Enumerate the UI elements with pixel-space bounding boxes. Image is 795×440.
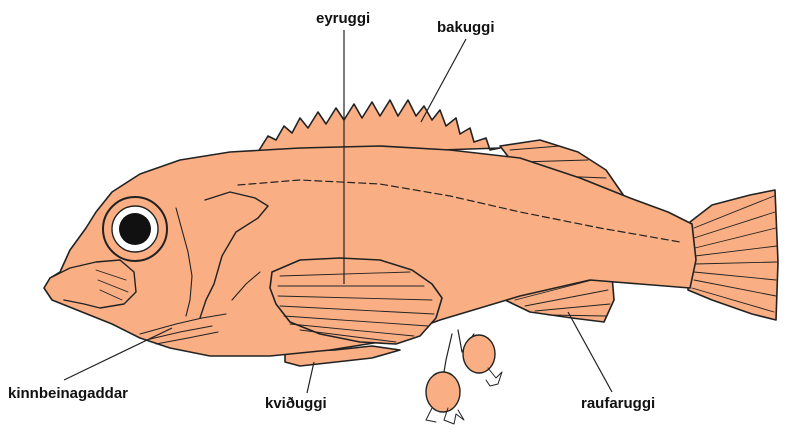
label-kinnbeinagaddar: kinnbeinagaddar — [8, 386, 128, 401]
parasite-upper — [463, 335, 495, 373]
label-kviduggi: kviðuggi — [265, 396, 327, 411]
label-raufaruggi: raufaruggi — [581, 396, 655, 411]
leader-kinnbeinagaddar — [64, 328, 172, 380]
pupil — [119, 213, 151, 245]
label-bakuggi: bakuggi — [437, 20, 495, 35]
leader-bakuggi — [421, 39, 466, 122]
label-eyruggi: eyruggi — [316, 11, 370, 26]
parasite-stalk-2 — [444, 334, 452, 372]
leader-raufaruggi — [568, 312, 612, 392]
parasite-lower — [426, 372, 460, 412]
leader-kviduggi — [307, 362, 314, 393]
dorsal-fin-spiny — [258, 100, 500, 152]
